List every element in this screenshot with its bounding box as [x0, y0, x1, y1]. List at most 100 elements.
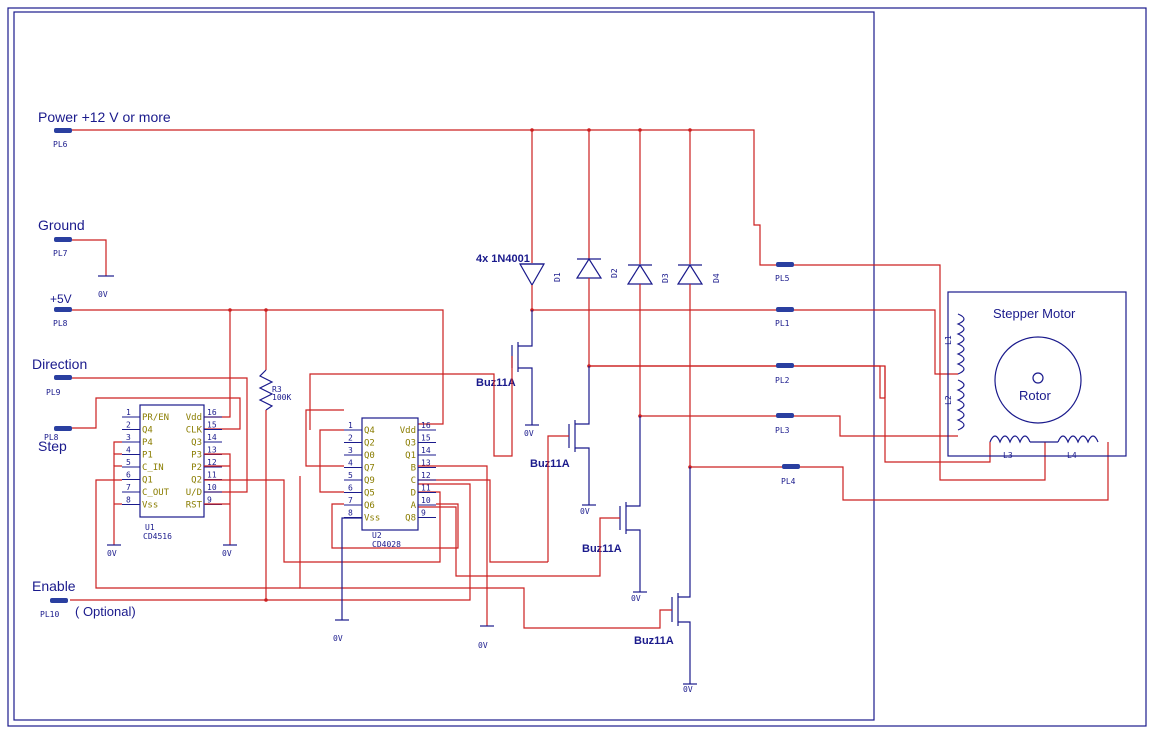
- ground-label: Ground: [38, 217, 85, 233]
- pl8-ref: PL8: [53, 319, 68, 328]
- svg-text:D4: D4: [712, 273, 721, 283]
- stepper-motor: Stepper Motor Rotor L1 L2 L3 L4: [944, 291, 1127, 460]
- u1-pin-num: 16: [207, 408, 217, 417]
- step-connector[interactable]: [54, 426, 72, 431]
- u2-pin-num: 8: [348, 509, 353, 518]
- svg-text:D2: D2: [610, 268, 619, 278]
- rotor-label: Rotor: [1019, 388, 1051, 403]
- u2-pin-num: 3: [348, 446, 353, 455]
- u2-pin-name: Q8: [405, 514, 416, 524]
- u1-pin-name: Q4: [142, 426, 153, 436]
- coil-line-2: [639, 284, 958, 437]
- pl8-connector[interactable]: [54, 307, 72, 312]
- svg-text:D3: D3: [661, 273, 670, 283]
- svg-text:L4: L4: [1067, 451, 1077, 460]
- u1-pin-name: RST: [186, 501, 203, 511]
- coil-line-1: [531, 285, 958, 375]
- coil-line-4: [689, 284, 1109, 501]
- u2-pin-num: 16: [421, 421, 431, 430]
- u1-pin-num: 4: [126, 446, 131, 455]
- u2-pin-name: Q7: [364, 464, 375, 474]
- pl7-connector[interactable]: [54, 237, 72, 242]
- ic-u1: 1PR/EN2Q43P44P15C_IN6Q17C_OUT8Vss16Vdd15…: [122, 404, 222, 541]
- step-label: Step: [38, 438, 67, 454]
- svg-text:0V: 0V: [631, 594, 641, 603]
- diode-d2: D2: [575, 257, 619, 279]
- gate-wire-2: [547, 435, 569, 562]
- svg-text:PL4: PL4: [781, 477, 796, 486]
- u2-pin-num: 10: [421, 496, 431, 505]
- u2-pin-num: 6: [348, 484, 353, 493]
- u2-pin-num: 13: [421, 459, 431, 468]
- u1-pin-name: Q3: [191, 438, 202, 448]
- pl1-connector[interactable]: PL1: [775, 307, 794, 328]
- svg-text:0V: 0V: [580, 507, 590, 516]
- u1-pin-name: Q1: [142, 476, 153, 486]
- u2-pin-name: Q3: [405, 439, 416, 449]
- u1-pin-name: C_IN: [142, 463, 164, 473]
- u1-pin-name: U/D: [186, 488, 202, 498]
- pl2-connector[interactable]: PL2: [775, 363, 794, 385]
- svg-text:D1: D1: [553, 272, 562, 282]
- diode-d4: D4: [676, 263, 721, 285]
- svg-text:L1: L1: [944, 335, 953, 345]
- coil-line-2-feed: [588, 278, 885, 399]
- u1-pin-num: 2: [126, 421, 131, 430]
- svg-text:0V: 0V: [107, 549, 117, 558]
- direction-wire: [72, 377, 248, 493]
- u2-pin-num: 15: [421, 434, 431, 443]
- svg-text:0V: 0V: [222, 549, 232, 558]
- svg-text:0V: 0V: [478, 641, 488, 650]
- svg-text:0V: 0V: [333, 634, 343, 643]
- u2-pin-name: Q4: [364, 426, 375, 436]
- u1-pin-name: PR/EN: [142, 413, 169, 423]
- pl10-connector[interactable]: [50, 598, 68, 603]
- u2-pin-num: 14: [421, 446, 431, 455]
- u2-pin-num: 12: [421, 471, 431, 480]
- u2-pin-name: A: [411, 501, 417, 511]
- u2-pin-name: Q9: [364, 476, 375, 486]
- u1-pin-num: 3: [126, 433, 131, 442]
- u1-pin-num: 12: [207, 458, 217, 467]
- mosfet-label-4: Buz11A: [634, 635, 674, 647]
- pl5-connector[interactable]: PL5: [775, 262, 794, 283]
- pl9-connector[interactable]: [54, 375, 72, 380]
- power-label: Power +12 V or more: [38, 109, 171, 125]
- plus5-rail: [72, 309, 444, 425]
- u1-pin-name: CLK: [186, 426, 203, 436]
- u2-pin-name: Vss: [364, 514, 380, 524]
- u1-pin-num: 5: [126, 458, 131, 467]
- u2-pin-name: Q6: [364, 501, 375, 511]
- pl7-ref: PL7: [53, 249, 68, 258]
- u1-pin-num: 9: [207, 496, 212, 505]
- u1-pin-name: P3: [191, 451, 202, 461]
- mosfet-label-3: Buz11A: [582, 543, 622, 555]
- coil-l1: [956, 313, 965, 375]
- svg-text:100K: 100K: [272, 393, 291, 402]
- svg-text:PL2: PL2: [775, 376, 790, 385]
- mosfet-q4: [671, 467, 691, 684]
- gate-wire-3: [418, 506, 620, 577]
- motor-title: Stepper Motor: [993, 306, 1076, 321]
- pl6-connector[interactable]: [54, 128, 72, 133]
- diode-d3: D3: [626, 263, 670, 285]
- gate-wire-1: [309, 356, 513, 457]
- mosfet-label-2: Buz11A: [530, 458, 570, 470]
- pl6-ref: PL6: [53, 140, 68, 149]
- svg-text:R3: R3: [272, 385, 282, 394]
- u1-pin-num: 7: [126, 483, 131, 492]
- resistor-r3: R3 100K: [258, 310, 291, 600]
- u1-pin-name: P2: [191, 463, 202, 473]
- pl4-connector[interactable]: PL4: [781, 464, 800, 486]
- svg-text:0V: 0V: [524, 429, 534, 438]
- u2-pin-name: C: [411, 476, 416, 486]
- diode-note: 4x 1N4001: [476, 253, 530, 265]
- pl9-ref: PL9: [46, 388, 61, 397]
- svg-text:0V: 0V: [683, 685, 693, 694]
- u2-pin-name: Q2: [364, 439, 375, 449]
- u2-pin-num: 1: [348, 421, 353, 430]
- u2-ref: U2: [372, 531, 382, 540]
- pl3-connector[interactable]: PL3: [775, 413, 794, 435]
- u2-part: CD4028: [372, 540, 401, 549]
- svg-text:L2: L2: [944, 395, 953, 405]
